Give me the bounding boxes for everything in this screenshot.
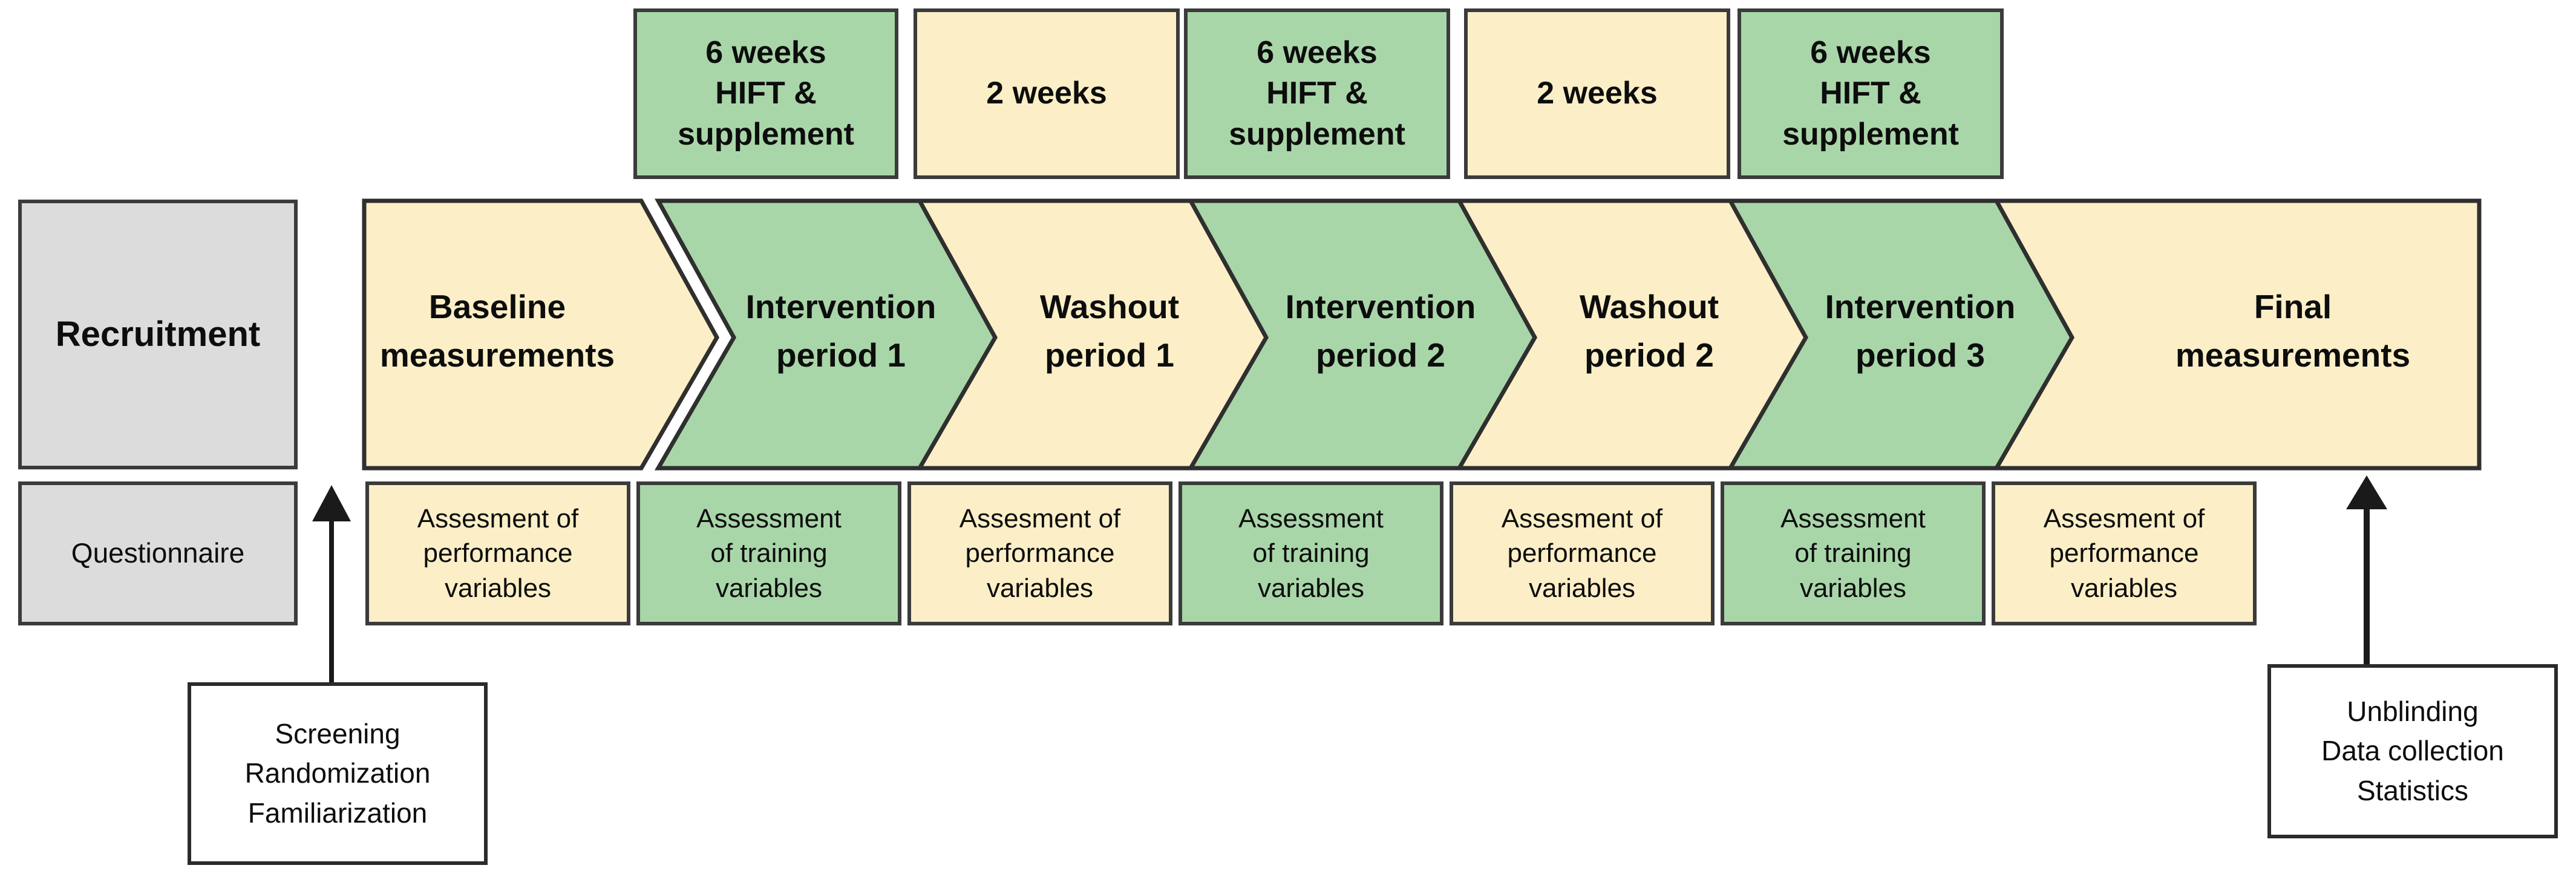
assessment-box-2: Assessment of training variables — [636, 481, 901, 625]
phase-shape-baseline — [362, 198, 720, 471]
duration-box-2: 2 weeks — [914, 8, 1180, 179]
assessment-box-5: Assesment of performance variables — [1450, 481, 1715, 625]
screening-callout-box: Screening Randomization Familiarization — [188, 682, 488, 865]
assessment-box-1: Assesment of performance variables — [365, 481, 630, 625]
questionnaire-box: Questionnaire — [18, 481, 298, 625]
phase-shape-final — [1992, 198, 2482, 471]
duration-box-5: 6 weeks HIFT & supplement — [1737, 8, 2004, 179]
assessment-box-4: Assessment of training variables — [1178, 481, 1443, 625]
unblinding-arrow-icon — [2346, 475, 2387, 671]
assessment-box-3: Assesment of performance variables — [907, 481, 1172, 625]
assessment-box-7: Assesment of performance variables — [1992, 481, 2257, 625]
phase-chevron-band: Baseline measurements Intervention perio… — [0, 195, 2576, 474]
duration-box-1: 6 weeks HIFT & supplement — [633, 8, 898, 179]
assessment-box-6: Assessment of training variables — [1721, 481, 1986, 625]
duration-box-4: 2 weeks — [1464, 8, 1730, 179]
recruitment-box: Recruitment — [18, 200, 298, 469]
unblinding-callout-box: Unblinding Data collection Statistics — [2267, 664, 2558, 838]
duration-box-3: 6 weeks HIFT & supplement — [1184, 8, 1450, 179]
